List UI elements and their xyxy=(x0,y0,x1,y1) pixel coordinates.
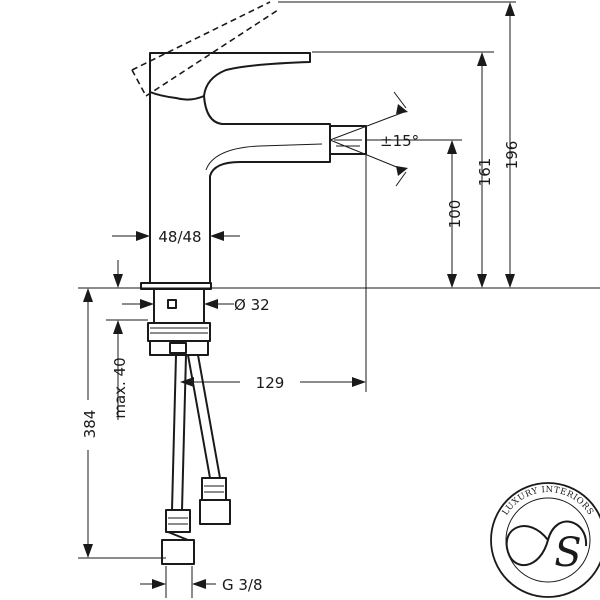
faucet-body xyxy=(140,52,367,290)
dim-g38-label: G 3/8 xyxy=(222,576,263,594)
dim-max40 xyxy=(106,260,148,420)
lever-raised-outline xyxy=(131,1,279,97)
dim-384 xyxy=(83,288,93,558)
dim-384-label: 384 xyxy=(81,410,99,439)
dim-angle-label: ±15° xyxy=(380,132,419,150)
dim-32 xyxy=(122,299,234,309)
dim-100 xyxy=(447,140,457,288)
dim-161 xyxy=(477,52,487,288)
dim-129-label: 129 xyxy=(256,374,285,392)
dim-161-label: 161 xyxy=(476,158,494,187)
logo-swirl-icon xyxy=(505,520,588,567)
mounting-shank xyxy=(147,288,211,356)
dim-48-label: 48/48 xyxy=(158,228,201,246)
dim-g38 xyxy=(140,579,216,589)
dim-32-label: Ø 32 xyxy=(234,296,270,314)
dim-48 xyxy=(112,220,240,282)
dim-196-label: 196 xyxy=(503,141,521,170)
dim-129 xyxy=(180,377,366,387)
logo-monogram: S xyxy=(554,530,581,576)
dim-angle xyxy=(329,91,408,187)
dim-100-label: 100 xyxy=(446,200,464,229)
supply-hoses xyxy=(161,354,231,565)
dim-max40-label: max. 40 xyxy=(111,357,129,418)
brand-logo: LUXURY INTERIORS S xyxy=(490,482,600,598)
dim-196 xyxy=(505,2,515,288)
